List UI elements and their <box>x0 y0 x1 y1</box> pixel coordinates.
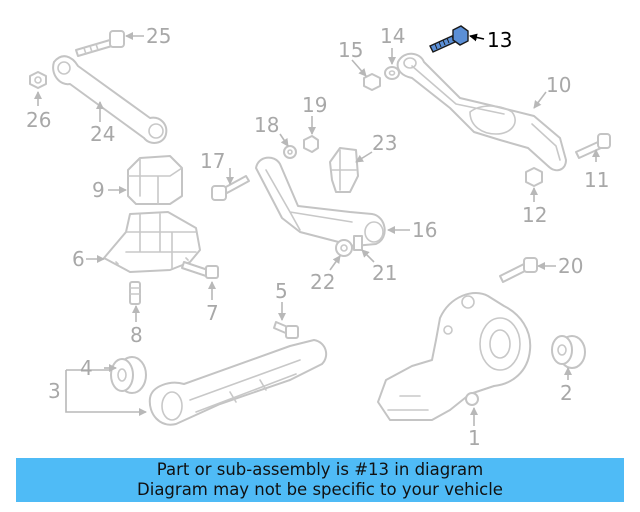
callout-5: 5 <box>275 279 288 303</box>
callout-12: 12 <box>522 203 547 227</box>
part-24-link <box>52 55 168 144</box>
part-8-stud <box>129 281 141 305</box>
callout-14: 14 <box>380 24 405 48</box>
part-25-bolt <box>75 30 125 57</box>
part-17-bolt <box>211 175 250 201</box>
callout-labels: 25 26 24 9 6 7 8 17 18 19 23 16 22 21 15… <box>26 24 609 450</box>
part-16-arm <box>255 156 386 247</box>
leader-lines <box>34 32 600 426</box>
callout-11: 11 <box>584 168 609 192</box>
part-20-bolt <box>499 257 538 283</box>
part-10-control-arm <box>396 52 567 172</box>
callout-24: 24 <box>90 122 115 146</box>
callout-21: 21 <box>372 261 397 285</box>
callout-20: 20 <box>558 254 583 278</box>
callout-2: 2 <box>560 381 573 405</box>
part-4-bushing <box>110 356 147 394</box>
part-11-bolt <box>575 133 611 159</box>
part-2-bushing <box>551 335 586 369</box>
part-13-bolt-highlighted <box>429 25 469 53</box>
callout-16: 16 <box>412 218 437 242</box>
callout-19: 19 <box>302 93 327 117</box>
callout-13: 13 <box>487 28 512 52</box>
callout-9: 9 <box>92 178 105 202</box>
part-21-bolt <box>353 235 363 251</box>
callout-15: 15 <box>338 38 363 62</box>
callout-22: 22 <box>310 270 335 294</box>
callout-4: 4 <box>80 356 93 380</box>
banner-line-disclaimer: Diagram may not be specific to your vehi… <box>137 480 503 499</box>
part-12-nut <box>525 167 543 187</box>
part-26-nut <box>29 71 47 89</box>
callout-7: 7 <box>206 301 219 325</box>
callout-23: 23 <box>372 131 397 155</box>
part-15-nut <box>363 73 381 91</box>
part-1-knuckle <box>377 292 532 421</box>
part-22-nut <box>335 239 353 257</box>
part-7-bolt <box>181 261 219 279</box>
callout-26: 26 <box>26 108 51 132</box>
part-9-bushing <box>127 155 183 205</box>
part-14-washer <box>384 66 400 80</box>
callout-6: 6 <box>72 247 85 271</box>
callout-8: 8 <box>130 323 143 347</box>
part-info-banner: Part or sub-assembly is #13 in diagram D… <box>16 458 624 502</box>
callout-10: 10 <box>546 73 571 97</box>
callout-1: 1 <box>468 426 481 450</box>
part-23-bracket <box>329 147 359 193</box>
part-19-nut <box>303 135 319 153</box>
part-6-mount <box>103 211 201 273</box>
callout-18: 18 <box>254 113 279 137</box>
part-5-bolt <box>273 321 299 339</box>
callout-17: 17 <box>200 149 225 173</box>
part-18-washer <box>283 145 297 159</box>
banner-line-part: Part or sub-assembly is #13 in diagram <box>156 460 484 479</box>
part-3-trailing-arm <box>148 339 328 426</box>
callout-25: 25 <box>146 24 171 48</box>
callout-3: 3 <box>48 379 61 403</box>
